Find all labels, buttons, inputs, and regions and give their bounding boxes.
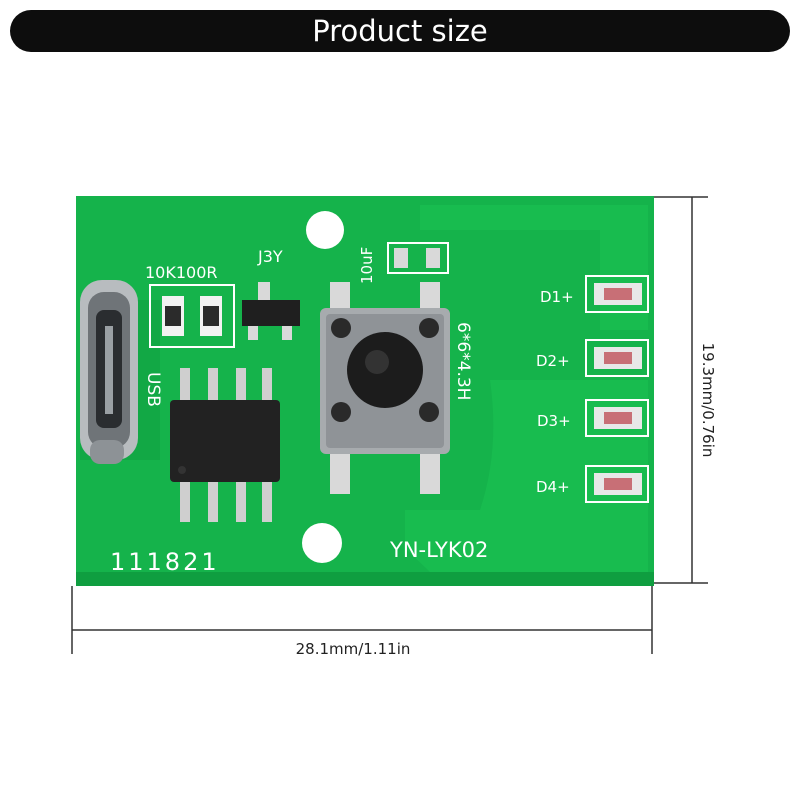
tactile-switch (320, 282, 450, 494)
silk-led-d2: D2+ (536, 352, 570, 370)
led-d1 (585, 275, 649, 313)
transistor-j3y (242, 282, 300, 340)
capacitor-10uf (387, 242, 449, 274)
width-dimension-label: 28.1mm/1.11in (295, 640, 411, 658)
resistor-pair (149, 284, 235, 348)
width-dimension-line (71, 586, 653, 654)
ic-chip (170, 368, 280, 522)
usb-connector (80, 280, 138, 464)
title-banner: Product size (10, 10, 790, 52)
silk-usb: USB (143, 372, 163, 407)
silk-resistors: 10K100R (145, 263, 218, 282)
silk-model: YN-LYK02 (389, 538, 488, 562)
silk-led-d4: D4+ (536, 478, 570, 496)
silk-switch: 6*6*4.3H (453, 322, 473, 400)
silk-capacitor: 10uF (358, 247, 376, 284)
mounting-hole-top (306, 211, 344, 249)
banner-title: Product size (312, 14, 488, 48)
silk-led-d3: D3+ (537, 412, 571, 430)
led-array (585, 275, 649, 503)
led-d3 (585, 399, 649, 437)
height-dimension-line (654, 196, 708, 584)
height-dimension-label: 19.3mm/0.76in (699, 342, 717, 458)
pcb-board (76, 196, 654, 586)
mounting-hole-bottom (302, 523, 342, 563)
silk-transistor: J3Y (257, 247, 283, 266)
led-d2 (585, 339, 649, 377)
silk-led-d1: D1+ (540, 288, 574, 306)
silk-code: 111821 (110, 548, 220, 576)
led-d4 (585, 465, 649, 503)
